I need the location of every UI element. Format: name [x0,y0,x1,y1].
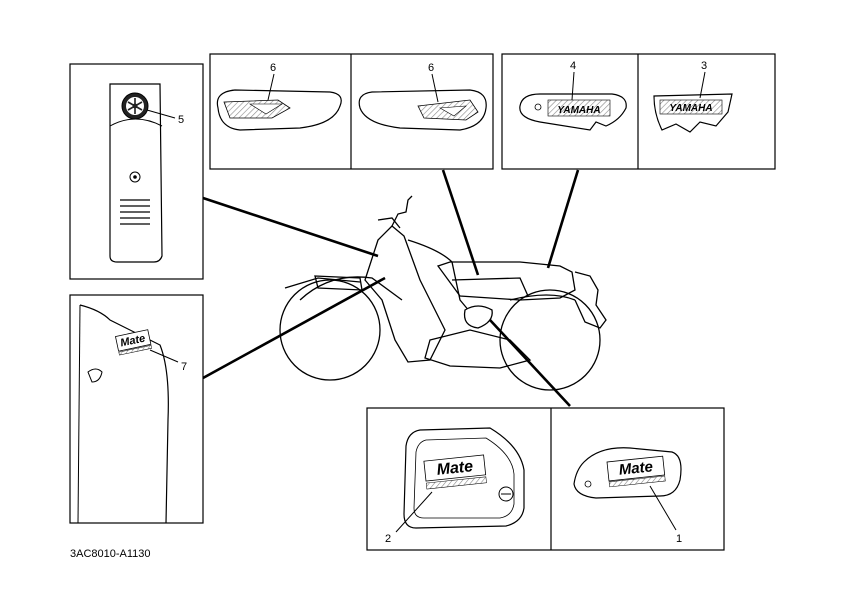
panel-emblem-7: Mate 7 [69,294,204,524]
mate-logo-2: Mate [436,458,474,479]
callout-3: 3 [701,60,707,72]
mate-logo-7: Mate [119,333,146,350]
mate-logo-1: Mate [618,458,654,478]
front-wheel [499,289,601,391]
panel-mate-emblems: Mate 2 Mate 1 [366,407,725,551]
callout-6-right: 6 [428,62,434,74]
callout-6-left: 6 [270,62,276,74]
callout-7: 7 [181,361,187,373]
callout-2: 2 [385,533,391,545]
leader-line-6 [441,169,480,276]
panel-yamaha-emblems: YAMAHA 4 YAMAHA 3 [501,53,776,170]
panel-emblem-5: 5 [69,63,204,280]
figure-code: 3AC8010-A1130 [70,548,151,560]
leader-line-5 [202,196,379,258]
yamaha-logo-3: YAMAHA [669,103,712,114]
leader-line-1-2 [489,319,571,407]
rear-wheel [279,279,381,381]
leader-line-7 [202,276,386,380]
motorcycle-silhouette [279,195,607,391]
callout-1: 1 [676,533,682,545]
leader-line-3-4 [546,169,580,269]
leader-lines [202,169,580,407]
panel-stripes-6: 6 6 [209,53,494,170]
tuning-fork-emblem [121,92,149,120]
yamaha-logo-4: YAMAHA [557,105,600,116]
callout-5: 5 [178,114,184,126]
callout-4: 4 [570,60,576,72]
